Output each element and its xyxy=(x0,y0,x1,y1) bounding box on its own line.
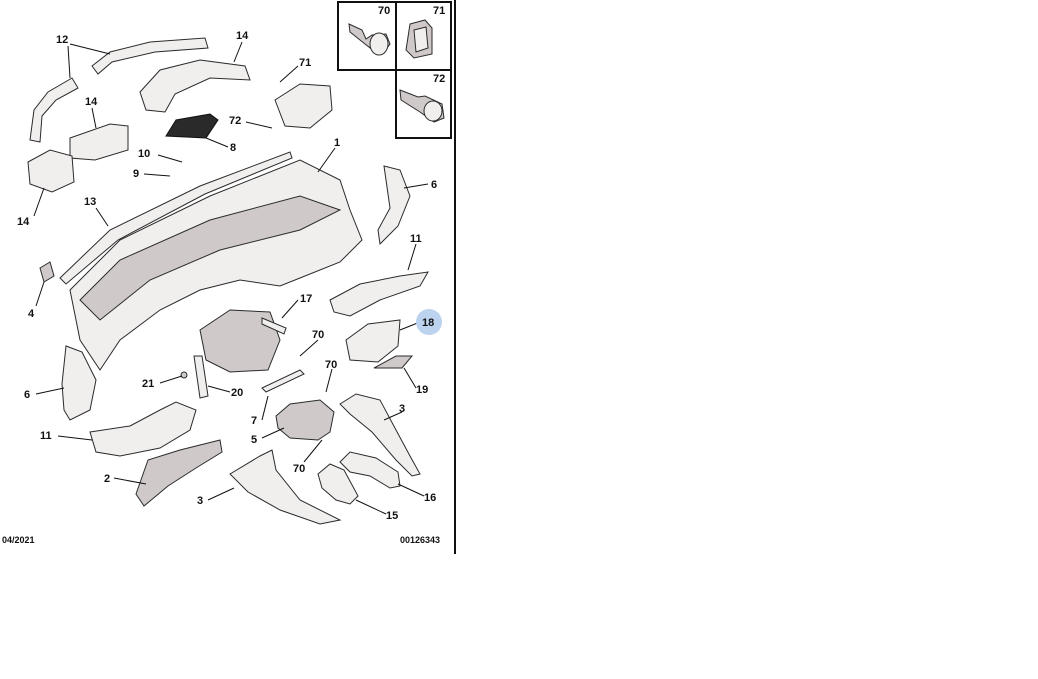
part-center-structure xyxy=(199,309,281,373)
callout-11-left: 11 xyxy=(40,430,52,442)
callout-18-highlight xyxy=(416,309,442,335)
part-14-duct-top xyxy=(139,59,251,113)
callout-14-left: 14 xyxy=(17,216,30,228)
callout-70-bottom: 70 xyxy=(293,463,305,475)
part-14-duct-left xyxy=(27,149,75,193)
callout-1: 1 xyxy=(334,137,340,149)
callout-12: 12 xyxy=(56,34,68,46)
part-11-left-vent xyxy=(89,401,197,457)
part-21-clip xyxy=(180,371,188,379)
footer-reference: 00126343 xyxy=(400,535,440,545)
inset-72-label: 72 xyxy=(433,73,445,85)
bolt-icon xyxy=(399,89,445,123)
part-5-bracket xyxy=(275,399,335,441)
inset-70: 70 xyxy=(337,1,397,71)
callout-72: 72 xyxy=(229,115,241,127)
part-16-duct xyxy=(339,451,401,489)
screw-icon xyxy=(348,23,391,56)
callout-19: 19 xyxy=(416,384,428,396)
inset-71: 71 xyxy=(395,1,452,71)
callout-5: 5 xyxy=(251,434,257,446)
clip-icon xyxy=(405,19,433,59)
callout-6-right: 6 xyxy=(431,179,437,191)
part-13-trim-strip xyxy=(59,151,293,285)
inset-72: 72 xyxy=(395,69,452,139)
callout-10: 10 xyxy=(138,148,150,160)
callout-14-top: 14 xyxy=(236,30,249,42)
leader-lines xyxy=(33,41,429,515)
part-15-duct xyxy=(317,463,359,505)
part-20-bracket xyxy=(193,355,209,399)
part-18-module xyxy=(345,319,401,363)
part-3-console-lower xyxy=(229,449,342,525)
part-6-left-panel xyxy=(61,345,97,421)
part-airbag-module xyxy=(274,83,333,129)
callout-3-lower: 3 xyxy=(197,495,203,507)
callout-9: 9 xyxy=(133,168,139,180)
part-17-pin xyxy=(261,317,287,335)
part-14-duct-mid xyxy=(69,123,129,161)
callout-18: 18 xyxy=(422,317,434,329)
callout-70-mid: 70 xyxy=(312,329,324,341)
callout-17: 17 xyxy=(300,293,312,305)
inset-71-label: 71 xyxy=(433,5,445,17)
inset-70-label: 70 xyxy=(378,5,390,17)
part-6-right-panel xyxy=(377,165,411,246)
callout-71: 71 xyxy=(299,57,311,69)
callout-16: 16 xyxy=(424,492,436,504)
dashboard-illustration xyxy=(27,37,429,525)
part-3-console-right xyxy=(339,393,421,477)
callout-21: 21 xyxy=(142,378,154,390)
part-19-bezel xyxy=(373,355,414,369)
part-11-right-vent xyxy=(329,271,429,317)
callout-15: 15 xyxy=(386,510,398,522)
callout-8: 8 xyxy=(230,142,236,154)
part-12-duct xyxy=(91,37,209,75)
callout-14-mid: 14 xyxy=(85,96,98,108)
callout-7: 7 xyxy=(251,415,257,427)
callout-2: 2 xyxy=(104,473,110,485)
callout-labels: 12 14 14 71 72 8 1 10 9 13 14 6 11 4 17 … xyxy=(17,30,437,522)
part-7-strip xyxy=(261,369,305,393)
part-8-bezel xyxy=(165,113,219,139)
callout-6-left: 6 xyxy=(24,389,30,401)
callout-3-right: 3 xyxy=(399,403,405,415)
callout-11-right: 11 xyxy=(410,233,422,245)
callout-13: 13 xyxy=(84,196,96,208)
part-4-knob xyxy=(39,261,55,283)
footer-date: 04/2021 xyxy=(2,535,35,545)
callout-4: 4 xyxy=(28,308,35,320)
callout-70-lower: 70 xyxy=(325,359,337,371)
part-2-console-side xyxy=(135,439,223,507)
callout-20: 20 xyxy=(231,387,243,399)
